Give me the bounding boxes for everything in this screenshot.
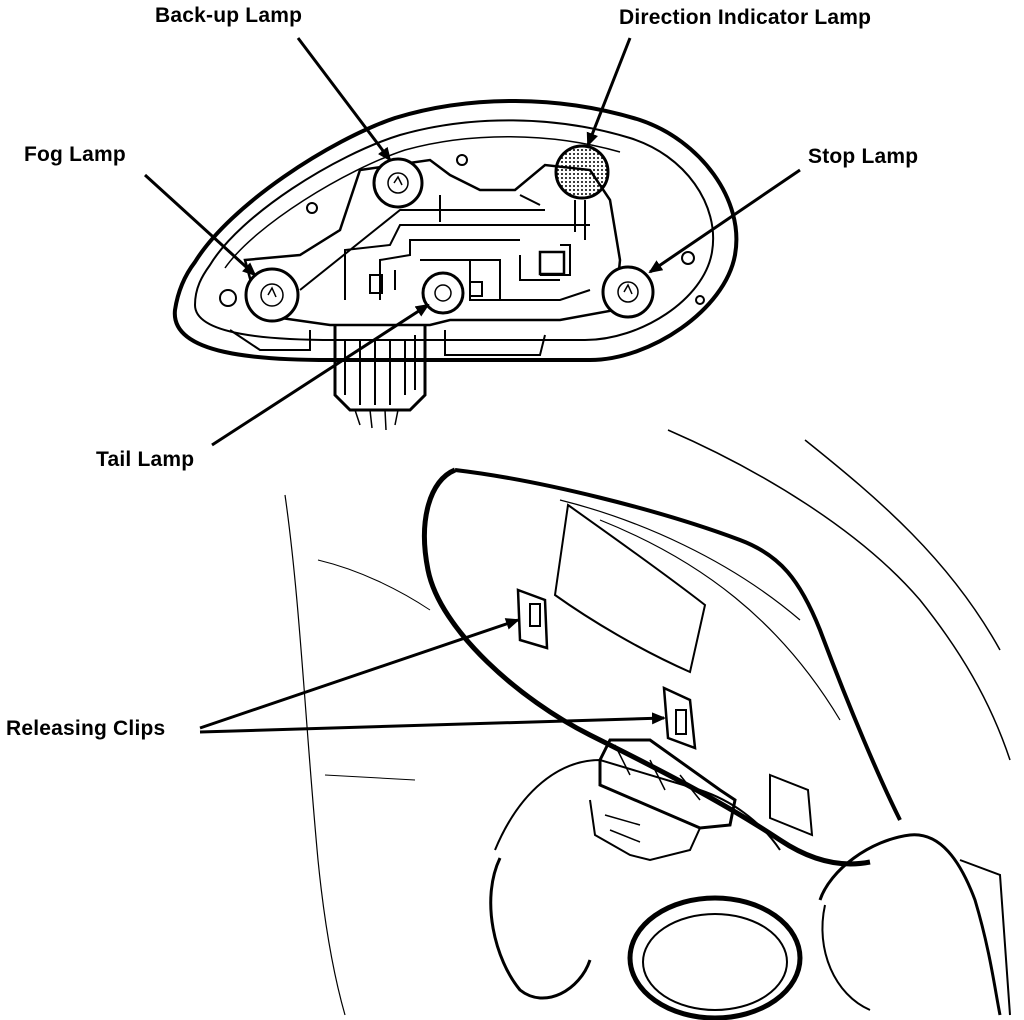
stop-lamp-bulb	[601, 265, 655, 319]
fog-lamp-bulb	[244, 267, 300, 323]
releasing-clips-label: Releasing Clips	[6, 717, 166, 740]
top-leader-lines	[143, 37, 801, 447]
vehicle-rear-view	[284, 429, 1011, 1020]
direction-indicator-lamp-label: Direction Indicator Lamp	[619, 6, 872, 29]
backup-lamp-leader	[296, 37, 392, 162]
backup-lamp-label: Back-up Lamp	[155, 4, 303, 27]
stop-lamp-leader	[648, 168, 801, 274]
backup-lamp-bulb	[372, 157, 424, 209]
tail-lamp-bulb	[421, 271, 465, 315]
releasing-clip-lower-leader	[199, 712, 666, 734]
releasing-clip-upper	[516, 588, 549, 650]
tail-lamp-label: Tail Lamp	[96, 448, 195, 471]
releasing-clip-lower	[662, 685, 697, 750]
releasing-clip-upper-leader	[199, 618, 520, 730]
direction-indicator-lamp-leader	[586, 37, 632, 147]
bottom-leader-lines	[199, 618, 666, 734]
tail-light-assembly	[172, 99, 739, 431]
fog-lamp-label: Fog Lamp	[24, 143, 126, 166]
direction-indicator-lamp-bulb	[554, 144, 610, 200]
tail-lamp-leader	[211, 303, 430, 447]
stop-lamp-label: Stop Lamp	[808, 145, 919, 168]
fog-lamp-leader	[143, 173, 257, 277]
